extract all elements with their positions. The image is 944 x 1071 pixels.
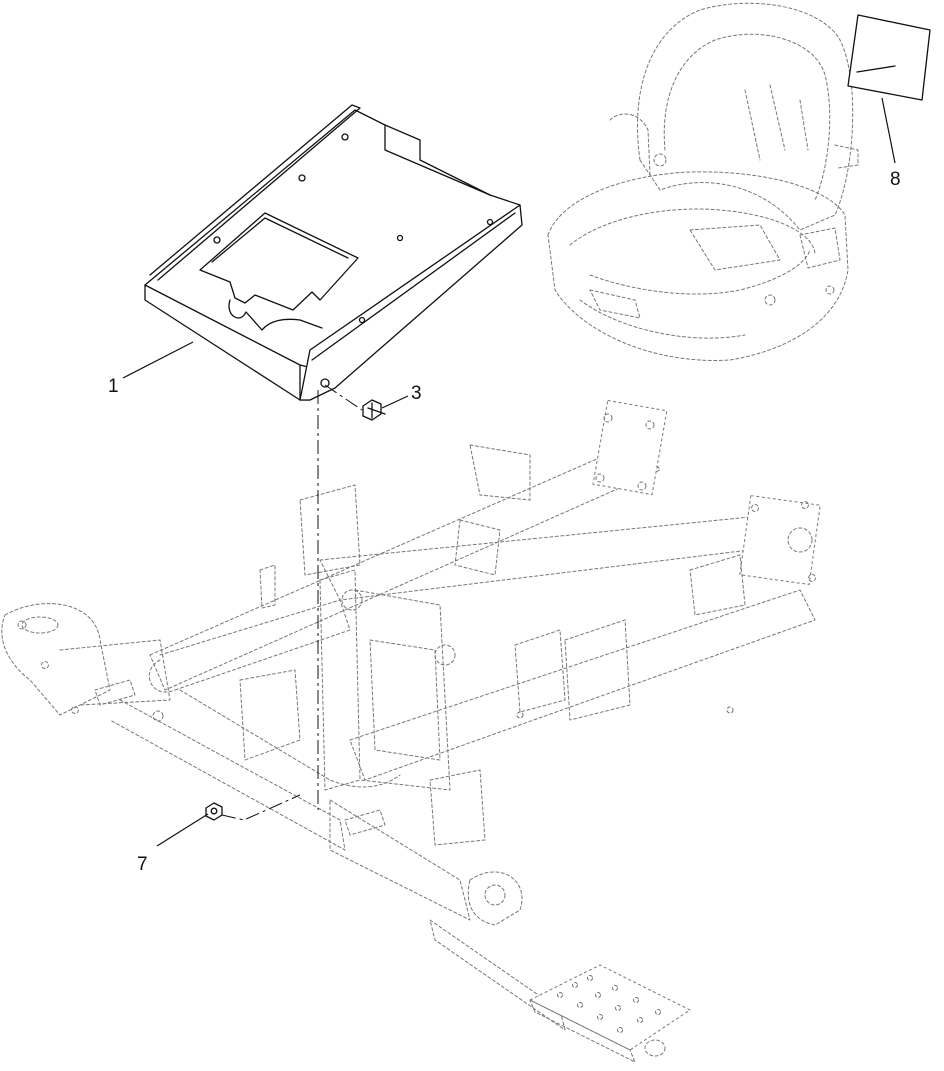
seat-mount-plate xyxy=(144,104,523,401)
callout-3: 3 xyxy=(381,383,422,409)
bolt-part xyxy=(362,399,386,421)
callout-7-label: 7 xyxy=(137,854,148,875)
callout-7: 7 xyxy=(137,813,209,875)
nut-part xyxy=(205,802,223,821)
pedal-holes xyxy=(557,975,661,1033)
assembly-centerlines xyxy=(221,384,363,821)
callout-8: 8 xyxy=(881,97,901,190)
frame-phantom xyxy=(1,399,821,1063)
seat-phantom xyxy=(547,2,859,361)
callout-1: 1 xyxy=(108,341,194,397)
callout-8-label: 8 xyxy=(890,169,901,190)
callout-3-label: 3 xyxy=(411,383,422,404)
decal-part xyxy=(847,14,931,101)
callout-1-label: 1 xyxy=(108,376,119,397)
